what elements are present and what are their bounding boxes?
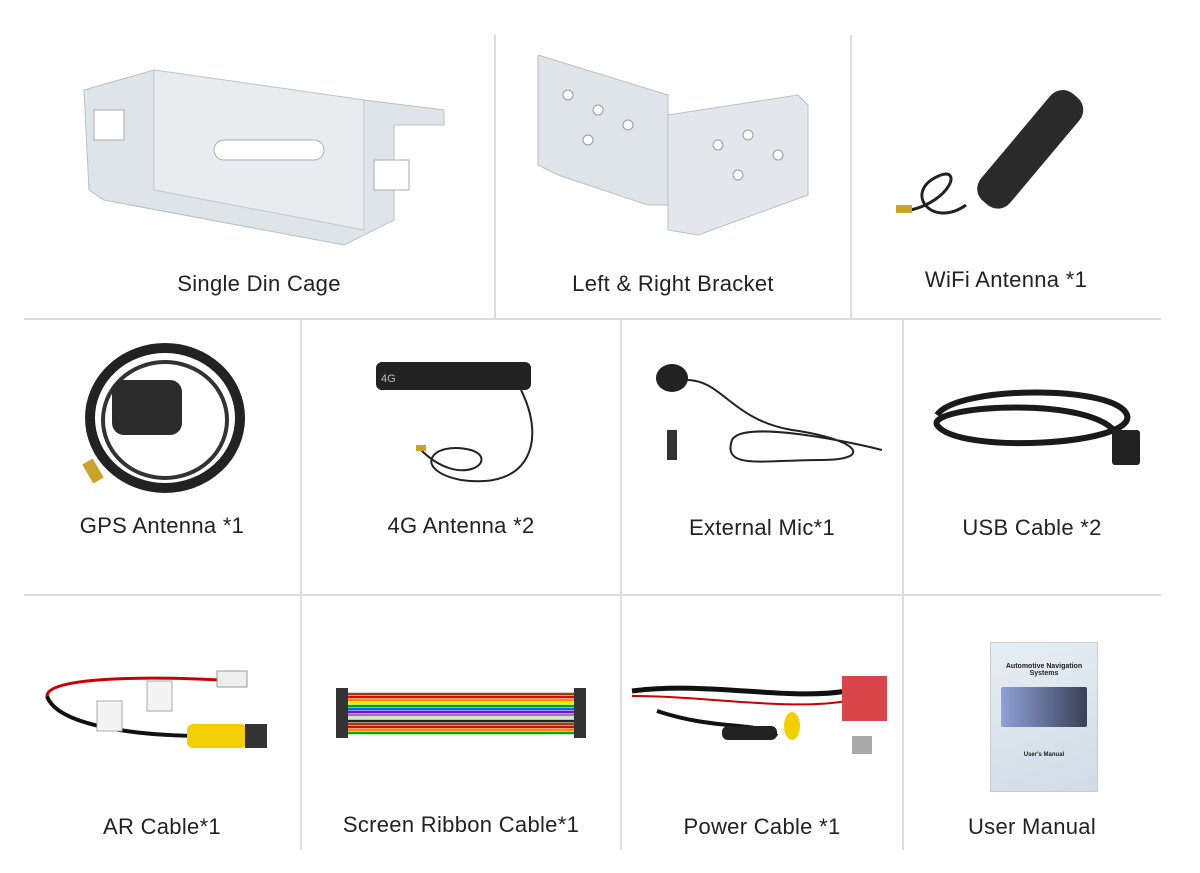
item-bracket: Left & Right Bracket — [496, 35, 850, 318]
manual-subtitle: User's Manual — [1023, 752, 1065, 758]
manual-icon: Automotive Navigation Systems User's Man… — [990, 642, 1098, 792]
item-external-mic: External Mic*1 — [622, 320, 902, 594]
item-label: User Manual — [967, 814, 1097, 839]
power-cable-icon — [622, 671, 902, 771]
item-user-manual: Automotive Navigation Systems User's Man… — [904, 596, 1160, 850]
wifi-antenna-icon — [852, 80, 1160, 240]
item-label: Screen Ribbon Cable*1 — [342, 812, 580, 837]
bracket-icon — [496, 55, 850, 245]
divider — [494, 35, 496, 319]
item-usb-cable: USB Cable *2 — [904, 320, 1160, 594]
ribbon-cable-icon — [302, 688, 620, 738]
divider — [24, 318, 1161, 320]
divider — [902, 320, 904, 850]
item-label: 4G Antenna *2 — [387, 513, 535, 538]
ar-cable-icon — [24, 656, 300, 766]
item-ribbon-cable: Screen Ribbon Cable*1 — [302, 596, 620, 850]
item-ar-cable: AR Cable*1 — [24, 596, 300, 850]
item-label: Single Din Cage — [177, 271, 341, 296]
4g-badge: 4G — [381, 373, 396, 385]
item-wifi-antenna: WiFi Antenna *1 — [852, 35, 1160, 318]
item-gps-antenna: GPS Antenna *1 — [24, 320, 300, 594]
divider — [850, 35, 852, 319]
microphone-icon — [622, 360, 902, 490]
usb-cable-icon — [904, 375, 1160, 475]
item-label: USB Cable *2 — [962, 515, 1102, 540]
item-label: Left & Right Bracket — [572, 271, 774, 296]
metal-cage-icon — [24, 50, 494, 250]
divider — [300, 320, 302, 850]
4g-antenna-icon: 4G — [302, 360, 620, 500]
manual-title: Automotive Navigation Systems — [1005, 663, 1083, 677]
divider — [24, 594, 1161, 596]
divider — [620, 320, 622, 850]
item-single-din-cage: Single Din Cage — [24, 35, 494, 318]
item-label: GPS Antenna *1 — [79, 513, 245, 538]
item-label: Power Cable *1 — [683, 814, 841, 839]
gps-antenna-icon — [24, 340, 300, 500]
item-label: WiFi Antenna *1 — [924, 267, 1088, 292]
item-label: External Mic*1 — [688, 515, 836, 540]
item-label: AR Cable*1 — [103, 814, 221, 839]
item-power-cable: Power Cable *1 — [622, 596, 902, 850]
item-4g-antenna: 4G 4G Antenna *2 — [302, 320, 620, 594]
